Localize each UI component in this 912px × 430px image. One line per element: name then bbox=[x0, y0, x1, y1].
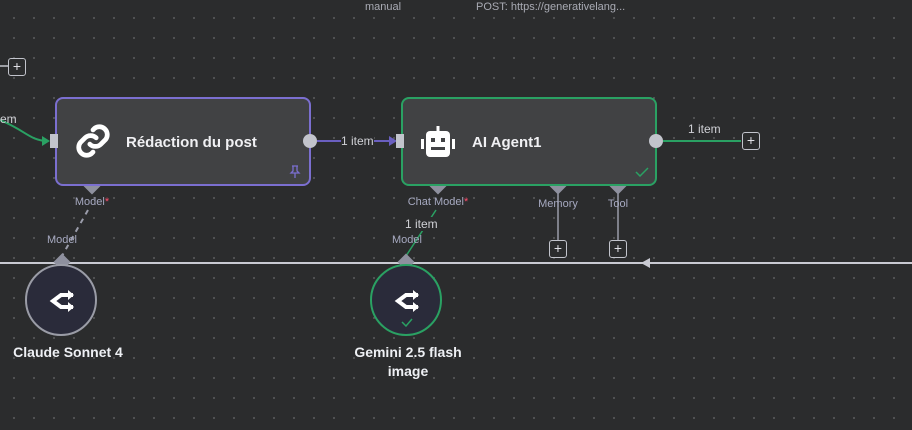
agent-output-handle[interactable] bbox=[649, 134, 663, 148]
agent-input-handle[interactable] bbox=[396, 134, 404, 148]
arrow-incoming bbox=[42, 136, 50, 146]
robot-icon bbox=[421, 126, 455, 157]
wire-claude-model[interactable] bbox=[61, 209, 89, 257]
chat-model-port-label: Chat Model* bbox=[408, 196, 469, 208]
top-node-label-post: POST: https://generativelang... bbox=[476, 1, 626, 13]
gemini-name-line1: Gemini 2.5 flash bbox=[354, 344, 462, 360]
node-redaction-du-post[interactable]: Rédaction du post bbox=[55, 97, 311, 186]
edge-label-left: em bbox=[0, 112, 17, 126]
add-node-button-agent-out[interactable]: + bbox=[742, 132, 760, 150]
success-check-icon bbox=[635, 167, 649, 177]
gemini-name-line2: image bbox=[387, 363, 429, 379]
node-title: Rédaction du post bbox=[126, 134, 257, 151]
model-port-label: Model* bbox=[75, 196, 109, 208]
required-marker: * bbox=[463, 196, 469, 208]
node-ai-agent1[interactable]: AI Agent1 bbox=[401, 97, 657, 186]
model-label-text: Model bbox=[74, 196, 105, 208]
node-claude-sonnet-4[interactable] bbox=[25, 264, 97, 336]
edge-label-agent-out: 1 item bbox=[688, 122, 721, 136]
success-check-icon bbox=[401, 318, 413, 327]
memory-port-label: Memory bbox=[538, 198, 578, 210]
top-node-label-manual: manual bbox=[365, 1, 402, 13]
add-tool-button[interactable]: + bbox=[609, 240, 627, 258]
chat-model-label-text: Chat Model bbox=[407, 196, 464, 208]
gemini-node-name: Gemini 2.5 flash image bbox=[354, 343, 461, 381]
claude-port-label: Model bbox=[47, 234, 77, 246]
tool-port-label: Tool bbox=[607, 198, 629, 210]
required-marker: * bbox=[104, 196, 110, 208]
redaction-input-handle[interactable] bbox=[50, 134, 58, 148]
add-node-button-top-left[interactable]: + bbox=[8, 58, 26, 76]
node-gemini-flash-image[interactable] bbox=[370, 264, 442, 336]
model-selector-icon bbox=[394, 290, 419, 312]
node-title: AI Agent1 bbox=[472, 134, 542, 151]
redaction-output-handle[interactable] bbox=[303, 134, 317, 148]
arrow-left bbox=[641, 258, 650, 268]
pin-icon bbox=[289, 165, 301, 178]
add-memory-button[interactable]: + bbox=[549, 240, 567, 258]
link-icon bbox=[76, 124, 110, 158]
model-selector-icon bbox=[49, 290, 74, 312]
claude-node-name: Claude Sonnet 4 bbox=[13, 344, 123, 360]
edge-label-redaction-agent: 1 item bbox=[341, 134, 374, 148]
gemini-port-label: Model bbox=[392, 234, 422, 246]
arrow-agent-in bbox=[389, 136, 397, 146]
edge-label-gemini: 1 item bbox=[405, 217, 438, 231]
